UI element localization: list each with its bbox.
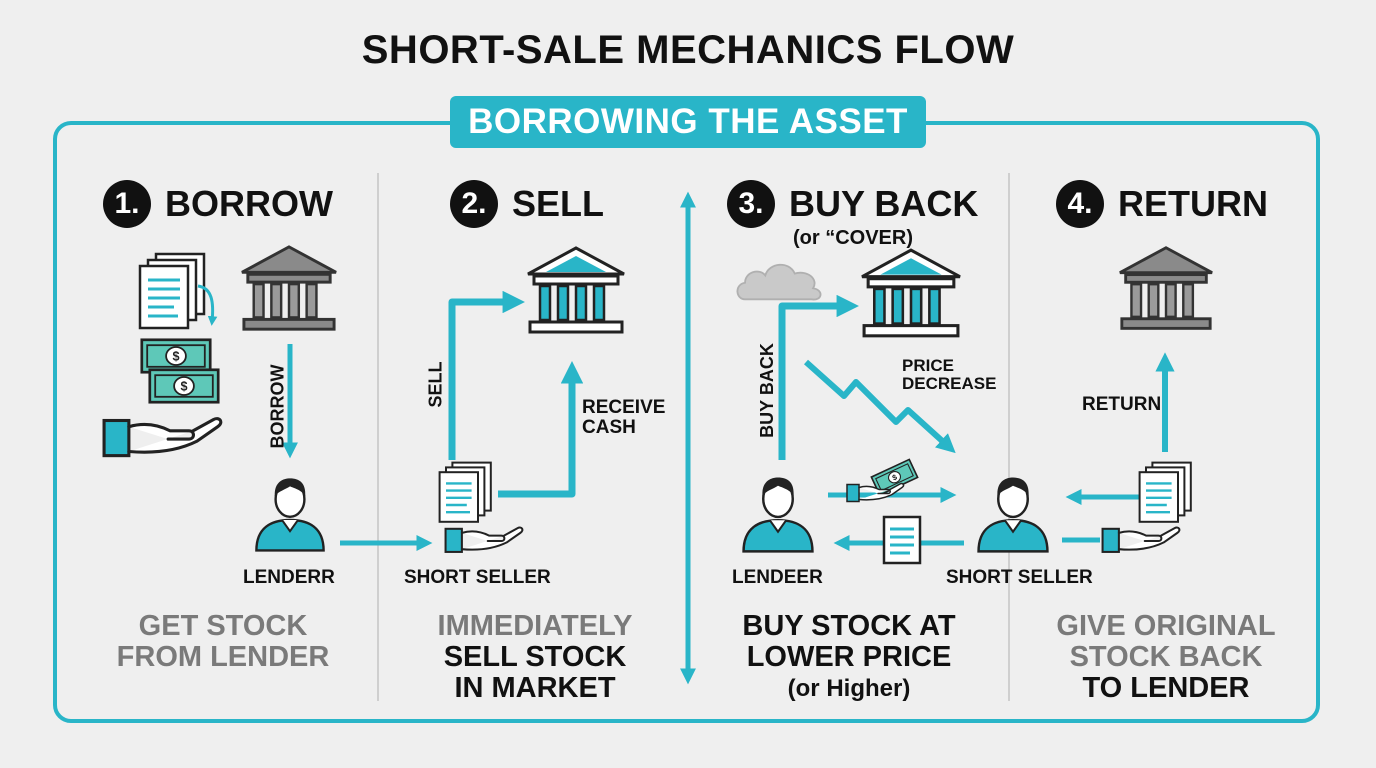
bank-icon (860, 248, 962, 340)
lender-label: LENDERR (243, 567, 335, 588)
arrow-icon (197, 284, 218, 326)
page-title: SHORT-SALE MECHANICS FLOW (361, 28, 1015, 72)
step-3-subtitle: (or “COVER) (793, 227, 913, 249)
arrow-icon (281, 344, 299, 459)
person-icon (972, 468, 1054, 556)
step-3-title: BUY BACK (789, 183, 979, 224)
arrow-icon (1155, 352, 1175, 452)
short-seller-label-step-3: SHORT SELLER (946, 567, 1093, 588)
step-2-title: SELL (512, 183, 605, 224)
step-4-title: RETURN (1118, 183, 1268, 224)
arrow-icon (1065, 488, 1142, 506)
person-icon (250, 468, 330, 556)
buy-back-label: BUY BACK (756, 343, 777, 438)
price-decrease-label-line-1: PRICE (902, 356, 954, 375)
receive-cash-label-line-1: RECEIVE (582, 397, 666, 418)
hand-icon (1100, 522, 1184, 556)
step-1-description: GET STOCK FROM LENDER (116, 610, 330, 673)
receive-cash-label-line-2: CASH (582, 417, 636, 438)
step-4-header: 4. RETURN (1056, 180, 1268, 228)
step-2-number: 2. (450, 180, 498, 228)
column-divider (377, 173, 379, 701)
sell-label: SELL (425, 361, 446, 408)
arrow-icon (448, 290, 525, 460)
step-3-description: BUY STOCK AT LOWER PRICE (or Higher) (742, 610, 956, 703)
document-icon (882, 515, 922, 565)
document-stack-icon (1138, 460, 1194, 526)
price-decrease-arrow-icon (803, 359, 956, 454)
step-3-number: 3. (727, 180, 775, 228)
hand-icon (443, 522, 527, 556)
bank-icon (240, 244, 338, 334)
section-banner: BORROWING THE ASSET (450, 96, 926, 148)
hand-with-cash-icon (846, 458, 919, 503)
step-3-header: 3. BUY BACK (727, 180, 978, 228)
bank-icon (1118, 244, 1214, 334)
step-4-number: 4. (1056, 180, 1104, 228)
price-decrease-label-line-2: DECREASE (902, 374, 997, 393)
step-1-title: BORROW (165, 183, 333, 224)
borrow-label: BORROW (267, 364, 288, 449)
center-double-arrow (679, 191, 697, 685)
bank-icon (526, 245, 626, 337)
step-4-description: GIVE ORIGINAL STOCK BACK TO LENDER (1056, 610, 1276, 704)
column-divider (1008, 173, 1010, 701)
document-stack-icon (438, 460, 494, 526)
step-2-header: 2. SELL (450, 180, 604, 228)
cash-icon (148, 368, 220, 404)
arrow-icon (1062, 537, 1100, 543)
person-icon (737, 468, 819, 556)
return-label: RETURN (1082, 394, 1162, 415)
arrow-icon (778, 294, 859, 460)
step-2-description: IMMEDIATELY SELL STOCK IN MARKET (437, 610, 633, 704)
arrow-icon (340, 534, 433, 552)
step-1-number: 1. (103, 180, 151, 228)
step-1-header: 1. BORROW (103, 180, 333, 228)
short-seller-label: SHORT SELLER (404, 567, 551, 588)
hand-icon (102, 410, 226, 462)
lender-label-step-3: LENDEER (732, 567, 823, 588)
arrow-icon (498, 361, 584, 498)
